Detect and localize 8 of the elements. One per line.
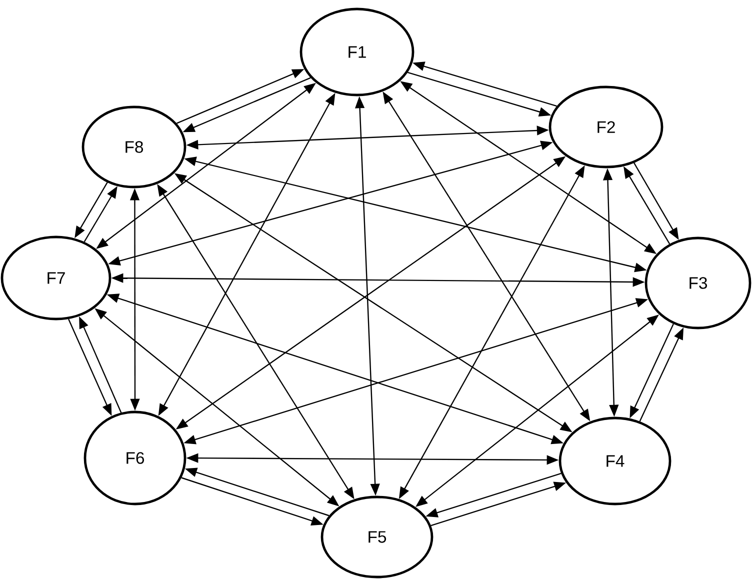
ellipse-node: F6 — [84, 410, 186, 506]
ellipse-node: F5 — [320, 496, 434, 578]
ellipse-node: F3 — [644, 236, 752, 330]
ellipse-node: F7 — [0, 236, 112, 320]
ellipse-node: F1 — [300, 8, 414, 96]
ellipse-node: F2 — [548, 86, 664, 168]
ellipse-node: F4 — [558, 416, 672, 506]
ellipse-node: F8 — [82, 106, 186, 188]
